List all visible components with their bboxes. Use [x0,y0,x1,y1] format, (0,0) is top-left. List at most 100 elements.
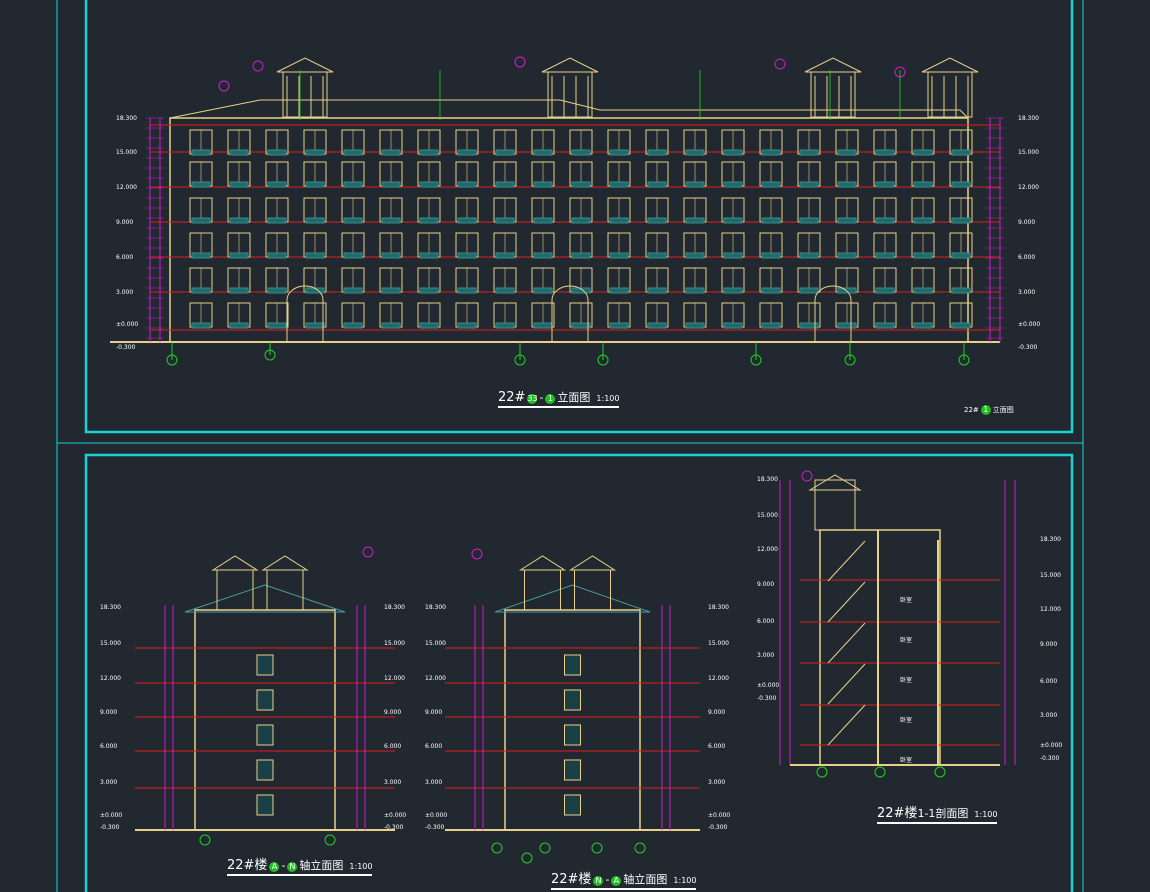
balcony-railing [799,217,819,224]
stair-flight [827,581,866,623]
elevation-label: ±0.000 [116,321,139,328]
balcony-railing [913,217,933,224]
balcony-railing [495,149,515,156]
axis-bubble [514,354,526,366]
balcony-railing [799,252,819,259]
balcony-railing [267,322,287,329]
balcony-railing [419,287,439,294]
elevation-label: -0.300 [757,695,777,702]
side-elevation-n-a-window [564,794,581,816]
balcony-railing [419,149,439,156]
axis-bubble [539,842,551,854]
elevation-label: 9.000 [1040,641,1058,648]
elevation-label: 6.000 [757,618,775,625]
balcony-railing [495,181,515,188]
tower-pediment [921,57,979,73]
elevation-label: 6.000 [116,254,134,261]
elevation-label: 9.000 [116,219,134,226]
balcony-railing [951,217,971,224]
tower-pediment [541,57,599,73]
detail-bubble [218,80,230,92]
elevation-label: 9.000 [708,709,726,716]
balcony-railing [495,287,515,294]
balcony-railing [647,287,667,294]
balcony-railing [799,181,819,188]
balcony-railing [457,322,477,329]
axis-bubble [750,354,762,366]
balcony-railing [381,287,401,294]
balcony-railing [495,252,515,259]
balcony-railing [799,149,819,156]
axis-bubble [521,852,533,864]
balcony-railing [799,322,819,329]
balcony-railing [837,252,857,259]
balcony-railing [951,287,971,294]
roof-tower [927,71,973,118]
side-elevation-n-a-window [564,724,581,746]
balcony-railing [533,287,553,294]
axis-bubble [324,834,336,846]
elevation-label: ±0.000 [757,682,780,689]
side-elevation-a-n-pediment [211,555,259,571]
elevation-label: 9.000 [425,709,443,716]
section-outline [819,529,941,766]
elevation-label: 12.000 [384,675,405,682]
axis-bubble [634,842,646,854]
elevation-label: 3.000 [1018,289,1036,296]
detail-bubble [774,58,786,70]
balcony-railing [495,217,515,224]
balcony-railing [761,287,781,294]
balcony-railing [419,252,439,259]
axis-bubble [491,842,503,854]
elevation-label: -0.300 [1018,344,1038,351]
elevation-label: 18.300 [1040,536,1061,543]
entrance-arch [814,285,852,342]
roof-tower [547,71,593,118]
axis-bubble [934,766,946,778]
elevation-label: 9.000 [1018,219,1036,226]
balcony-railing [305,217,325,224]
elevation-label: 12.000 [100,675,121,682]
balcony-railing [647,149,667,156]
balcony-railing [761,322,781,329]
axis-bubble [958,354,970,366]
side-elevation-a-n-window [256,759,274,781]
elevation-label: 9.000 [384,709,402,716]
side-elevation-n-a-window [564,759,581,781]
axis-bubble [166,354,178,366]
elevation-label: 15.000 [1018,149,1039,156]
elevation-label: 3.000 [384,779,402,786]
balcony-railing [761,181,781,188]
balcony-railing [267,252,287,259]
room-label: 卧室 [900,757,913,764]
stair-flight [827,540,866,582]
side-elevation-a-n-window [256,689,274,711]
elevation-label: 12.000 [1018,184,1039,191]
side-elevation-n-a-roof [494,584,651,613]
room-label: 卧室 [900,717,913,724]
balcony-railing [381,181,401,188]
balcony-railing [419,322,439,329]
elevation-label: -0.300 [100,824,120,831]
stair-flight [827,622,866,664]
entrance-arch [286,285,324,342]
elevation-label: 15.000 [116,149,137,156]
balcony-railing [571,287,591,294]
balcony-railing [571,322,591,329]
detail-bubble [362,546,374,558]
balcony-railing [875,252,895,259]
drawing-frame-top [84,0,1074,434]
elevation-label: ±0.000 [708,812,731,819]
balcony-railing [191,149,211,156]
balcony-railing [685,181,705,188]
balcony-railing [533,322,553,329]
balcony-railing [229,181,249,188]
balcony-railing [837,181,857,188]
elevation-label: ±0.000 [100,812,123,819]
balcony-railing [837,217,857,224]
balcony-railing [647,252,667,259]
balcony-railing [685,149,705,156]
balcony-railing [267,181,287,188]
